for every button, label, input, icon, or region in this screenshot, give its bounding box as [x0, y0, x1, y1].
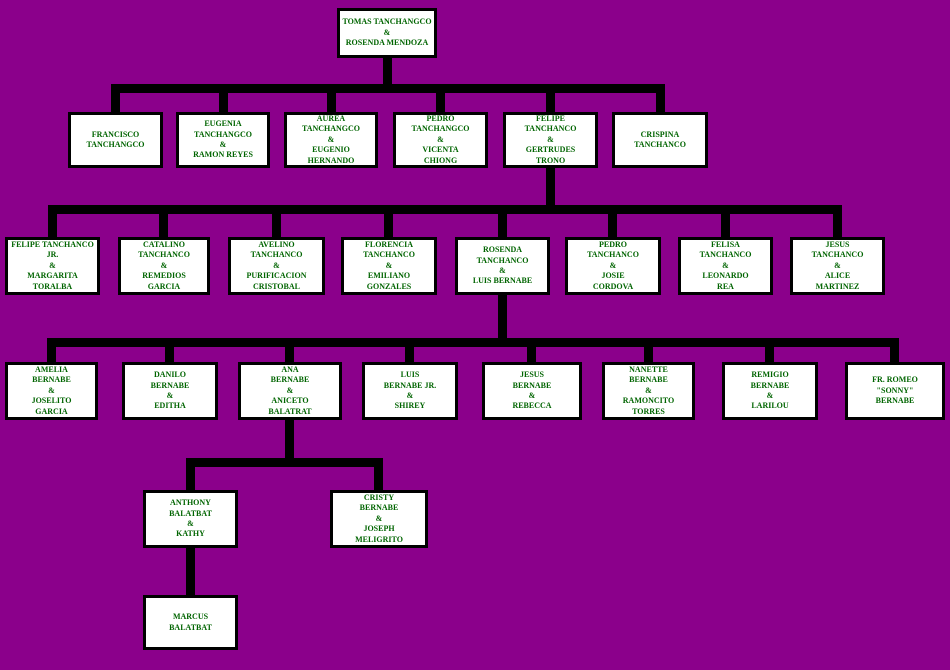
person-name: FELIPE TANCHANCO & GERTRUDES TRONO — [524, 114, 577, 165]
person-name: TOMAS TANCHANGCO & ROSENDA MENDOZA — [342, 17, 432, 48]
person-box-amelia-joselito: AMELIA BERNABE & JOSELITO GARCIA — [5, 362, 98, 420]
connector-line — [111, 84, 120, 112]
person-box-jesus-rebecca: JESUS BERNABE & REBECCA — [482, 362, 582, 420]
person-box-anthony-kathy: ANTHONY BALATBAT & KATHY — [143, 490, 238, 548]
person-box-marcus: MARCUS BALATBAT — [143, 595, 238, 650]
connector-line — [721, 205, 730, 237]
connector-line — [546, 84, 555, 112]
connector-line — [384, 205, 393, 237]
person-name: FLORENCIA TANCHANCO & EMILIANO GONZALES — [363, 240, 415, 291]
person-name: FELIPE TANCHANCO JR. & MARGARITA TORALBA — [11, 240, 94, 291]
person-box-cristy-joseph: CRISTY BERNABE & JOSEPH MELIGRITO — [330, 490, 428, 548]
person-name: AVELINO TANCHANCO & PURIFICACION CRISTOB… — [246, 240, 307, 291]
connector-line — [374, 458, 383, 490]
connector-line — [833, 205, 842, 237]
person-name: ANTHONY BALATBAT & KATHY — [169, 498, 212, 539]
person-name: FR. ROMEO "SONNY" BERNABE — [872, 375, 918, 406]
person-box-luisjr-shirey: LUIS BERNABE JR. & SHIREY — [362, 362, 458, 420]
person-box-fr-romeo-sonny: FR. ROMEO "SONNY" BERNABE — [845, 362, 945, 420]
connector-line — [48, 205, 842, 214]
person-name: AMELIA BERNABE & JOSELITO GARCIA — [31, 365, 72, 416]
person-name: PEDRO TANCHANGCO & VICENTA CHIONG — [411, 114, 470, 165]
connector-line — [186, 458, 195, 490]
connector-line — [111, 84, 665, 93]
person-box-felisa-leonardo: FELISA TANCHANCO & LEONARDO REA — [678, 237, 773, 295]
person-box-aurea-eugenio: AUREA TANCHANGCO & EUGENIO HERNANDO — [284, 112, 378, 168]
connector-line — [186, 458, 383, 467]
person-name: FELISA TANCHANCO & LEONARDO REA — [699, 240, 752, 291]
person-box-francisco: FRANCISCO TANCHANGCO — [68, 112, 163, 168]
connector-line — [159, 205, 168, 237]
person-name: CRISPINA TANCHANCO — [634, 129, 686, 149]
connector-line — [656, 84, 665, 112]
person-box-pedro-vicenta: PEDRO TANCHANGCO & VICENTA CHIONG — [393, 112, 488, 168]
connector-line — [272, 205, 281, 237]
person-name: NANETTE BERNABE & RAMONCITO TORRES — [622, 365, 675, 416]
connector-line — [644, 338, 653, 362]
person-box-remigio-larilou: REMIGIO BERNABE & LARILOU — [722, 362, 818, 420]
connector-line — [285, 420, 294, 467]
connector-line — [498, 295, 507, 347]
person-name: JESUS TANCHANCO & ALICE MARTINEZ — [811, 240, 864, 291]
person-box-felipe-gertrudes: FELIPE TANCHANCO & GERTRUDES TRONO — [503, 112, 598, 168]
connector-line — [546, 168, 555, 214]
person-box-avelino-purificacion: AVELINO TANCHANCO & PURIFICACION CRISTOB… — [228, 237, 325, 295]
person-box-catalino-remedios: CATALINO TANCHANCO & REMEDIOS GARCIA — [118, 237, 210, 295]
connector-line — [285, 338, 294, 362]
connector-line — [165, 338, 174, 362]
person-box-danilo-editha: DANILO BERNABE & EDITHA — [122, 362, 218, 420]
person-box-nanette-ramoncito: NANETTE BERNABE & RAMONCITO TORRES — [602, 362, 695, 420]
person-box-ana-aniceto: ANA BERNABE & ANICETO BALATRAT — [238, 362, 342, 420]
person-name: MARCUS BALATBAT — [169, 612, 212, 632]
person-name: LUIS BERNABE JR. & SHIREY — [383, 370, 437, 411]
connector-line — [436, 84, 445, 112]
person-box-tomas-rosenda: TOMAS TANCHANGCO & ROSENDA MENDOZA — [337, 8, 437, 58]
connector-line — [219, 84, 228, 112]
connector-line — [405, 338, 414, 362]
person-name: ROSENDA TANCHANCO & LUIS BERNABE — [472, 245, 533, 286]
person-box-eugenia-ramon: EUGENIA TANCHANGCO & RAMON REYES — [176, 112, 270, 168]
connector-line — [47, 338, 56, 362]
person-box-florencia-emiliano: FLORENCIA TANCHANCO & EMILIANO GONZALES — [341, 237, 437, 295]
connector-line — [186, 548, 195, 595]
connector-line — [498, 205, 507, 237]
connector-line — [890, 338, 899, 362]
person-name: CRISTY BERNABE & JOSEPH MELIGRITO — [355, 493, 403, 544]
person-box-jesus-alice: JESUS TANCHANCO & ALICE MARTINEZ — [790, 237, 885, 295]
person-name: REMIGIO BERNABE & LARILOU — [750, 370, 790, 411]
person-name: ANA BERNABE & ANICETO BALATRAT — [268, 365, 312, 416]
connector-line — [608, 205, 617, 237]
connector-line — [527, 338, 536, 362]
person-name: CATALINO TANCHANCO & REMEDIOS GARCIA — [138, 240, 190, 291]
connector-line — [48, 205, 57, 237]
person-box-crispina: CRISPINA TANCHANCO — [612, 112, 708, 168]
person-name: EUGENIA TANCHANGCO & RAMON REYES — [193, 119, 253, 160]
person-name: DANILO BERNABE & EDITHA — [150, 370, 190, 411]
person-name: PEDRO TANCHANCO & JOSIE CORDOVA — [587, 240, 639, 291]
connector-line — [765, 338, 774, 362]
connector-line — [47, 338, 899, 347]
person-box-felipejr-margarita: FELIPE TANCHANCO JR. & MARGARITA TORALBA — [5, 237, 100, 295]
connector-line — [327, 84, 336, 112]
connector-line — [383, 56, 392, 93]
person-name: AUREA TANCHANGCO & EUGENIO HERNANDO — [301, 114, 361, 165]
person-box-rosenda-luis: ROSENDA TANCHANCO & LUIS BERNABE — [455, 237, 550, 295]
person-name: JESUS BERNABE & REBECCA — [512, 370, 552, 411]
person-name: FRANCISCO TANCHANGCO — [86, 129, 145, 149]
person-box-pedro-josie: PEDRO TANCHANCO & JOSIE CORDOVA — [565, 237, 661, 295]
